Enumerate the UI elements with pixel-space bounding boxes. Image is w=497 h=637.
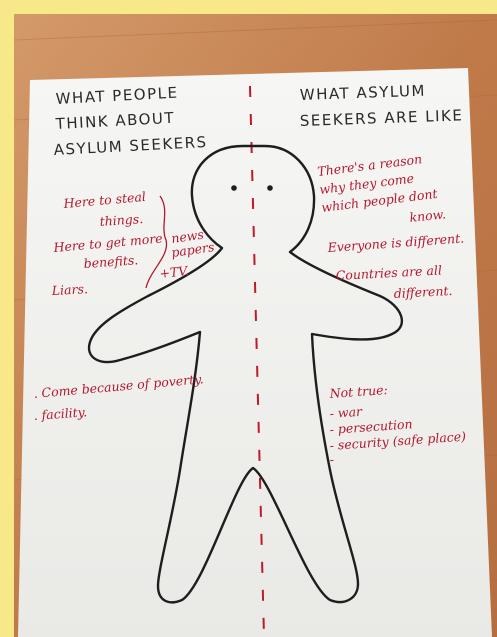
note-liars: Liars. xyxy=(50,281,88,298)
note-countries-line-2: different. xyxy=(393,283,452,301)
right-eye xyxy=(267,185,273,191)
left-eye xyxy=(231,185,237,191)
note-steal-line-2: things. xyxy=(99,211,143,229)
note-reason-war: - war xyxy=(329,404,363,421)
note-newspapers-line-3: +TV. xyxy=(159,263,190,281)
